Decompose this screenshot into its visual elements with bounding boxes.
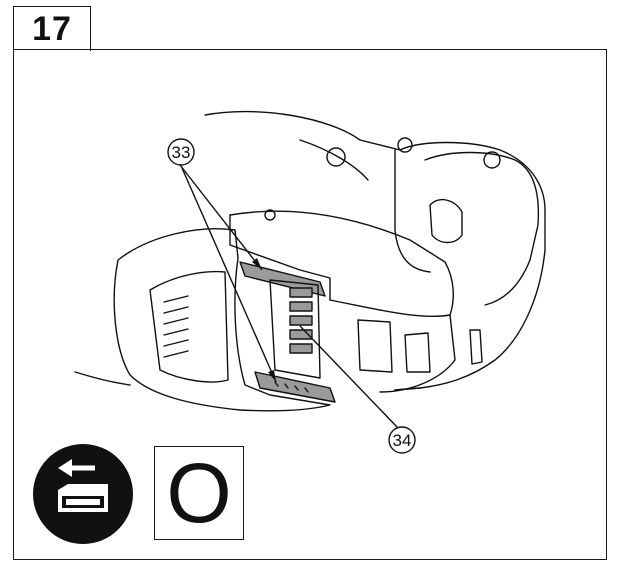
bottom-rail-ticks <box>274 381 309 393</box>
leader-33-a <box>179 164 263 271</box>
callout-arrowheads <box>252 258 276 382</box>
battery-cover <box>113 228 331 412</box>
callout-33-circle <box>167 138 195 166</box>
callout-34-label: 34 <box>393 431 412 450</box>
battery-remove-icon <box>33 444 133 544</box>
tool-top-ridge <box>299 139 369 181</box>
illustration-frame <box>13 49 607 560</box>
handle-rear <box>394 149 431 273</box>
callout-33: 33 <box>167 138 195 166</box>
battery-terminals <box>289 287 313 354</box>
mode-badge: O <box>154 446 244 540</box>
step-number: 17 <box>32 9 72 48</box>
compartment-screw <box>264 209 276 221</box>
callout-leaders <box>179 164 399 429</box>
compartment-front <box>229 214 331 301</box>
compartment-top <box>229 210 454 316</box>
cover-inner-edge <box>149 270 229 383</box>
callout-34-circle <box>388 426 416 454</box>
side-screw <box>326 147 346 167</box>
ground-line-right <box>394 387 421 391</box>
ground-line-left <box>74 371 131 386</box>
mode-letter: O <box>166 446 232 540</box>
callout-34: 34 <box>388 426 416 454</box>
step-number-tab: 17 <box>13 6 91 51</box>
terminal-block <box>269 279 321 379</box>
compartment-side <box>329 299 456 393</box>
leader-33-b <box>181 167 277 383</box>
tool-body-outline <box>204 110 546 391</box>
top-screw-1 <box>397 137 413 153</box>
side-button <box>404 332 431 373</box>
grip-notch <box>429 198 463 244</box>
cover-vents <box>163 295 189 358</box>
top-screw-2 <box>483 151 501 169</box>
callout-33-label: 33 <box>172 143 191 162</box>
leader-34 <box>299 325 399 429</box>
side-latch <box>357 319 393 373</box>
side-switch <box>469 329 483 365</box>
handle-grip <box>424 151 540 306</box>
